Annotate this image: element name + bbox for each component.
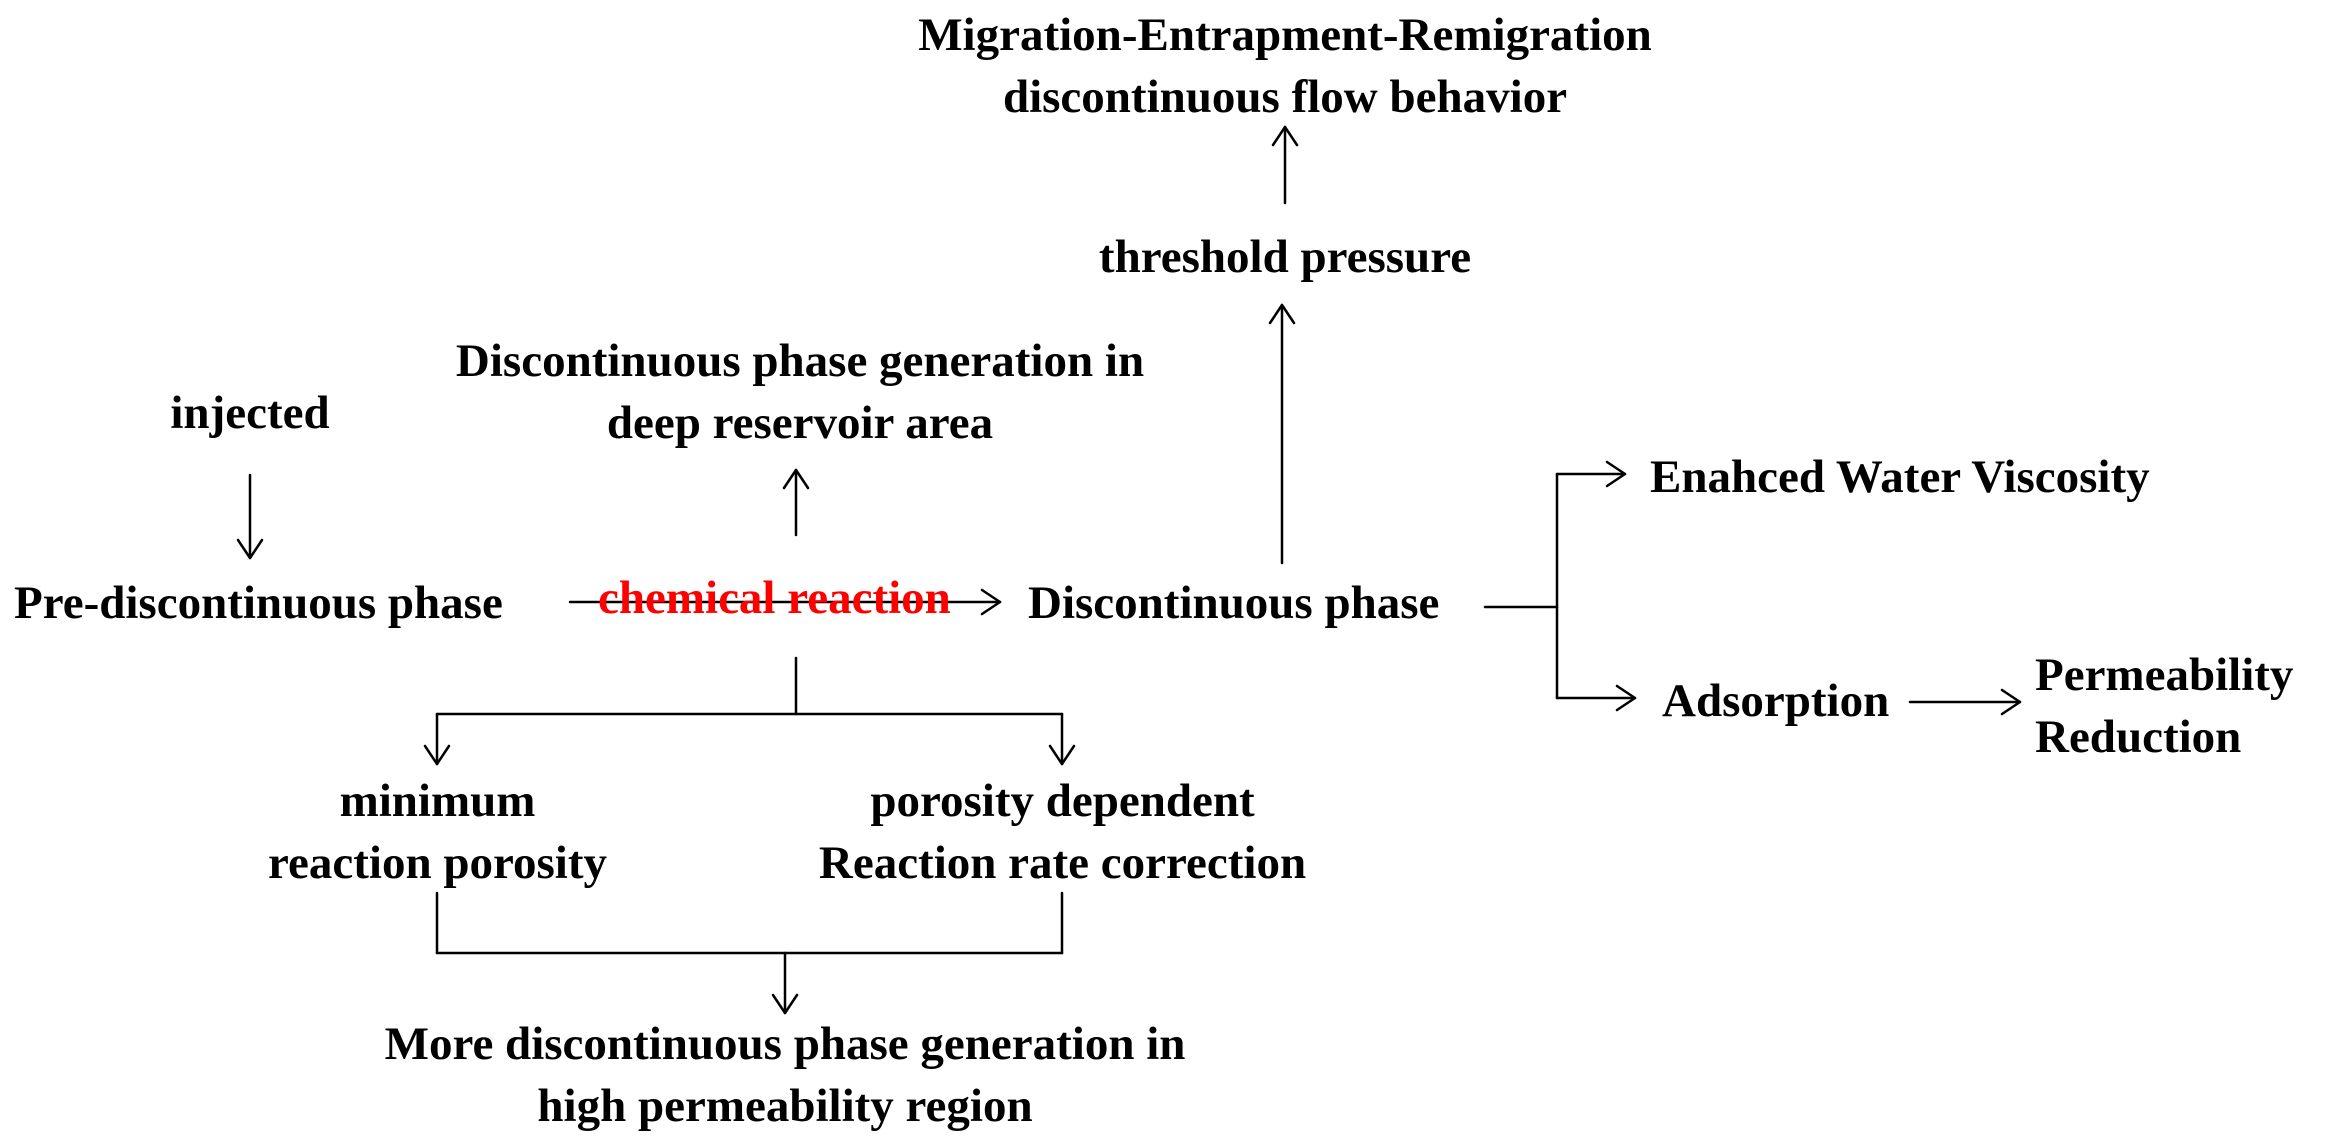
deep-generation-line-1: Discontinuous phase generation in xyxy=(455,335,1145,387)
migration-line-1: Migration-Entrapment-Remigration xyxy=(918,9,1652,61)
water-viscosity-label: Enahced Water Viscosity xyxy=(1650,446,2150,508)
deep-generation-label: Discontinuous phase generation in deep r… xyxy=(340,330,1260,454)
threshold-pressure-label: threshold pressure xyxy=(1030,226,1540,288)
branch-discontinuous-effects xyxy=(1483,460,1637,712)
rate-correction-label: porosity dependent Reaction rate correct… xyxy=(770,770,1355,894)
arrow-threshold-to-migration xyxy=(1271,125,1299,205)
more-generation-line-2: high permeability region xyxy=(537,1080,1033,1132)
arrow-reaction-to-deep-generation xyxy=(782,468,810,537)
water-viscosity-text: Enahced Water Viscosity xyxy=(1650,451,2150,503)
permeability-line-1: Permeability xyxy=(2035,649,2294,701)
arrow-adsorption-to-permeability xyxy=(1908,688,2022,716)
arrow-pre-to-discontinuous xyxy=(568,588,1002,616)
injected-text: injected xyxy=(170,387,330,439)
discontinuous-phase-label: Discontinuous phase xyxy=(1028,572,1439,634)
pre-discontinuous-phase-label: Pre-discontinuous phase xyxy=(14,572,503,634)
migration-behavior-label: Migration-Entrapment-Remigration discont… xyxy=(810,4,1760,128)
more-generation-line-1: More discontinuous phase generation in xyxy=(384,1018,1186,1070)
chemical-reaction-text: chemical reaction xyxy=(598,572,951,624)
min-porosity-line-2: reaction porosity xyxy=(268,837,607,889)
threshold-text: threshold pressure xyxy=(1098,231,1472,283)
arrow-injected-to-pre xyxy=(236,473,264,560)
migration-line-2: discontinuous flow behavior xyxy=(1002,71,1568,123)
deep-generation-line-2: deep reservoir area xyxy=(606,397,994,449)
minimum-reaction-porosity-label: minimum reaction porosity xyxy=(200,770,675,894)
permeability-line-2: Reduction xyxy=(2035,711,2242,763)
adsorption-label: Adsorption xyxy=(1662,670,1889,732)
arrow-discontinuous-to-threshold xyxy=(1268,303,1296,565)
discontinuous-phase-text: Discontinuous phase xyxy=(1028,577,1440,629)
adsorption-text: Adsorption xyxy=(1662,675,1890,727)
more-generation-label: More discontinuous phase generation in h… xyxy=(310,1013,1260,1137)
rate-correction-line-2: Reaction rate correction xyxy=(818,837,1307,889)
min-porosity-line-1: minimum xyxy=(339,775,536,827)
rate-correction-line-1: porosity dependent xyxy=(870,775,1255,827)
pre-discontinuous-text: Pre-discontinuous phase xyxy=(14,577,503,629)
injected-label: injected xyxy=(130,382,370,444)
branch-reaction-mechanisms xyxy=(423,656,1076,766)
chemical-reaction-label: chemical reaction xyxy=(598,567,951,629)
merge-mechanisms-to-more-generation xyxy=(435,891,1064,1015)
permeability-reduction-label: Permeability Reduction xyxy=(2035,644,2293,768)
